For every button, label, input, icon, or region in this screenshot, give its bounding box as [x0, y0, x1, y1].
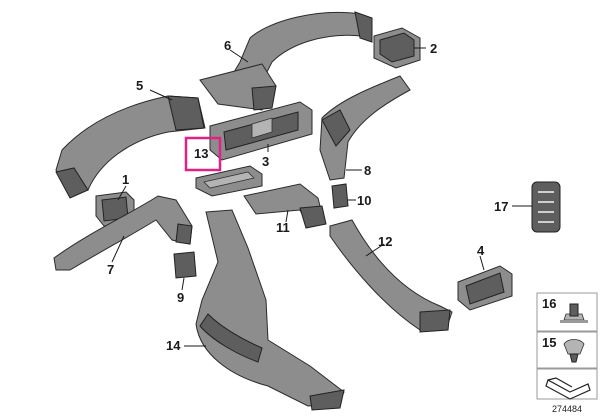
legend-box-16 [536, 292, 598, 332]
callout-15[interactable]: 15 [542, 335, 556, 350]
callout-10[interactable]: 10 [357, 193, 371, 208]
part-17-grille[interactable] [531, 181, 561, 233]
callout-13[interactable]: 13 [194, 146, 208, 161]
callout-12[interactable]: 12 [378, 234, 392, 249]
callout-labels: 6 5 2 3 8 10 1 7 9 11 12 4 14 17 13 [107, 38, 508, 353]
part-6-upper-duct[interactable] [199, 11, 373, 111]
callout-9[interactable]: 9 [177, 290, 184, 305]
part-15-grommet[interactable] [563, 339, 585, 363]
leader-lines [111, 47, 532, 347]
part-7-lower-duct[interactable] [53, 195, 193, 271]
reference-number: 274484 [552, 404, 582, 414]
callout-4[interactable]: 4 [477, 243, 485, 258]
part-14-floor-duct[interactable] [195, 209, 345, 411]
part-12-right-duct[interactable] [329, 219, 453, 333]
part-13-air-guide[interactable] [195, 165, 263, 197]
callout-8[interactable]: 8 [364, 163, 371, 178]
callout-7[interactable]: 7 [107, 262, 114, 277]
callout-14[interactable]: 14 [166, 338, 181, 353]
part-10-clip[interactable] [331, 183, 349, 209]
callout-3[interactable]: 3 [262, 154, 269, 169]
callout-1[interactable]: 1 [122, 172, 129, 187]
part-16-clip[interactable] [560, 303, 588, 323]
part-4-right-vent[interactable] [457, 265, 513, 311]
callout-6[interactable]: 6 [224, 38, 231, 53]
part-8-right-duct[interactable] [319, 75, 411, 181]
part-3-center-vent[interactable] [209, 101, 313, 161]
small-parts-legend: 16 15 274484 [536, 292, 598, 414]
part-2-side-vent[interactable] [373, 27, 421, 69]
callout-2[interactable]: 2 [430, 41, 437, 56]
part-11-connector[interactable] [243, 183, 327, 229]
callout-17[interactable]: 17 [494, 199, 508, 214]
part-5-left-duct[interactable] [55, 95, 206, 199]
callout-16[interactable]: 16 [542, 296, 556, 311]
highlight-box-13 [184, 136, 222, 172]
callout-5[interactable]: 5 [136, 78, 143, 93]
callout-11[interactable]: 11 [276, 220, 290, 235]
part-9-block[interactable] [173, 251, 197, 279]
arrow-icon [545, 377, 591, 400]
